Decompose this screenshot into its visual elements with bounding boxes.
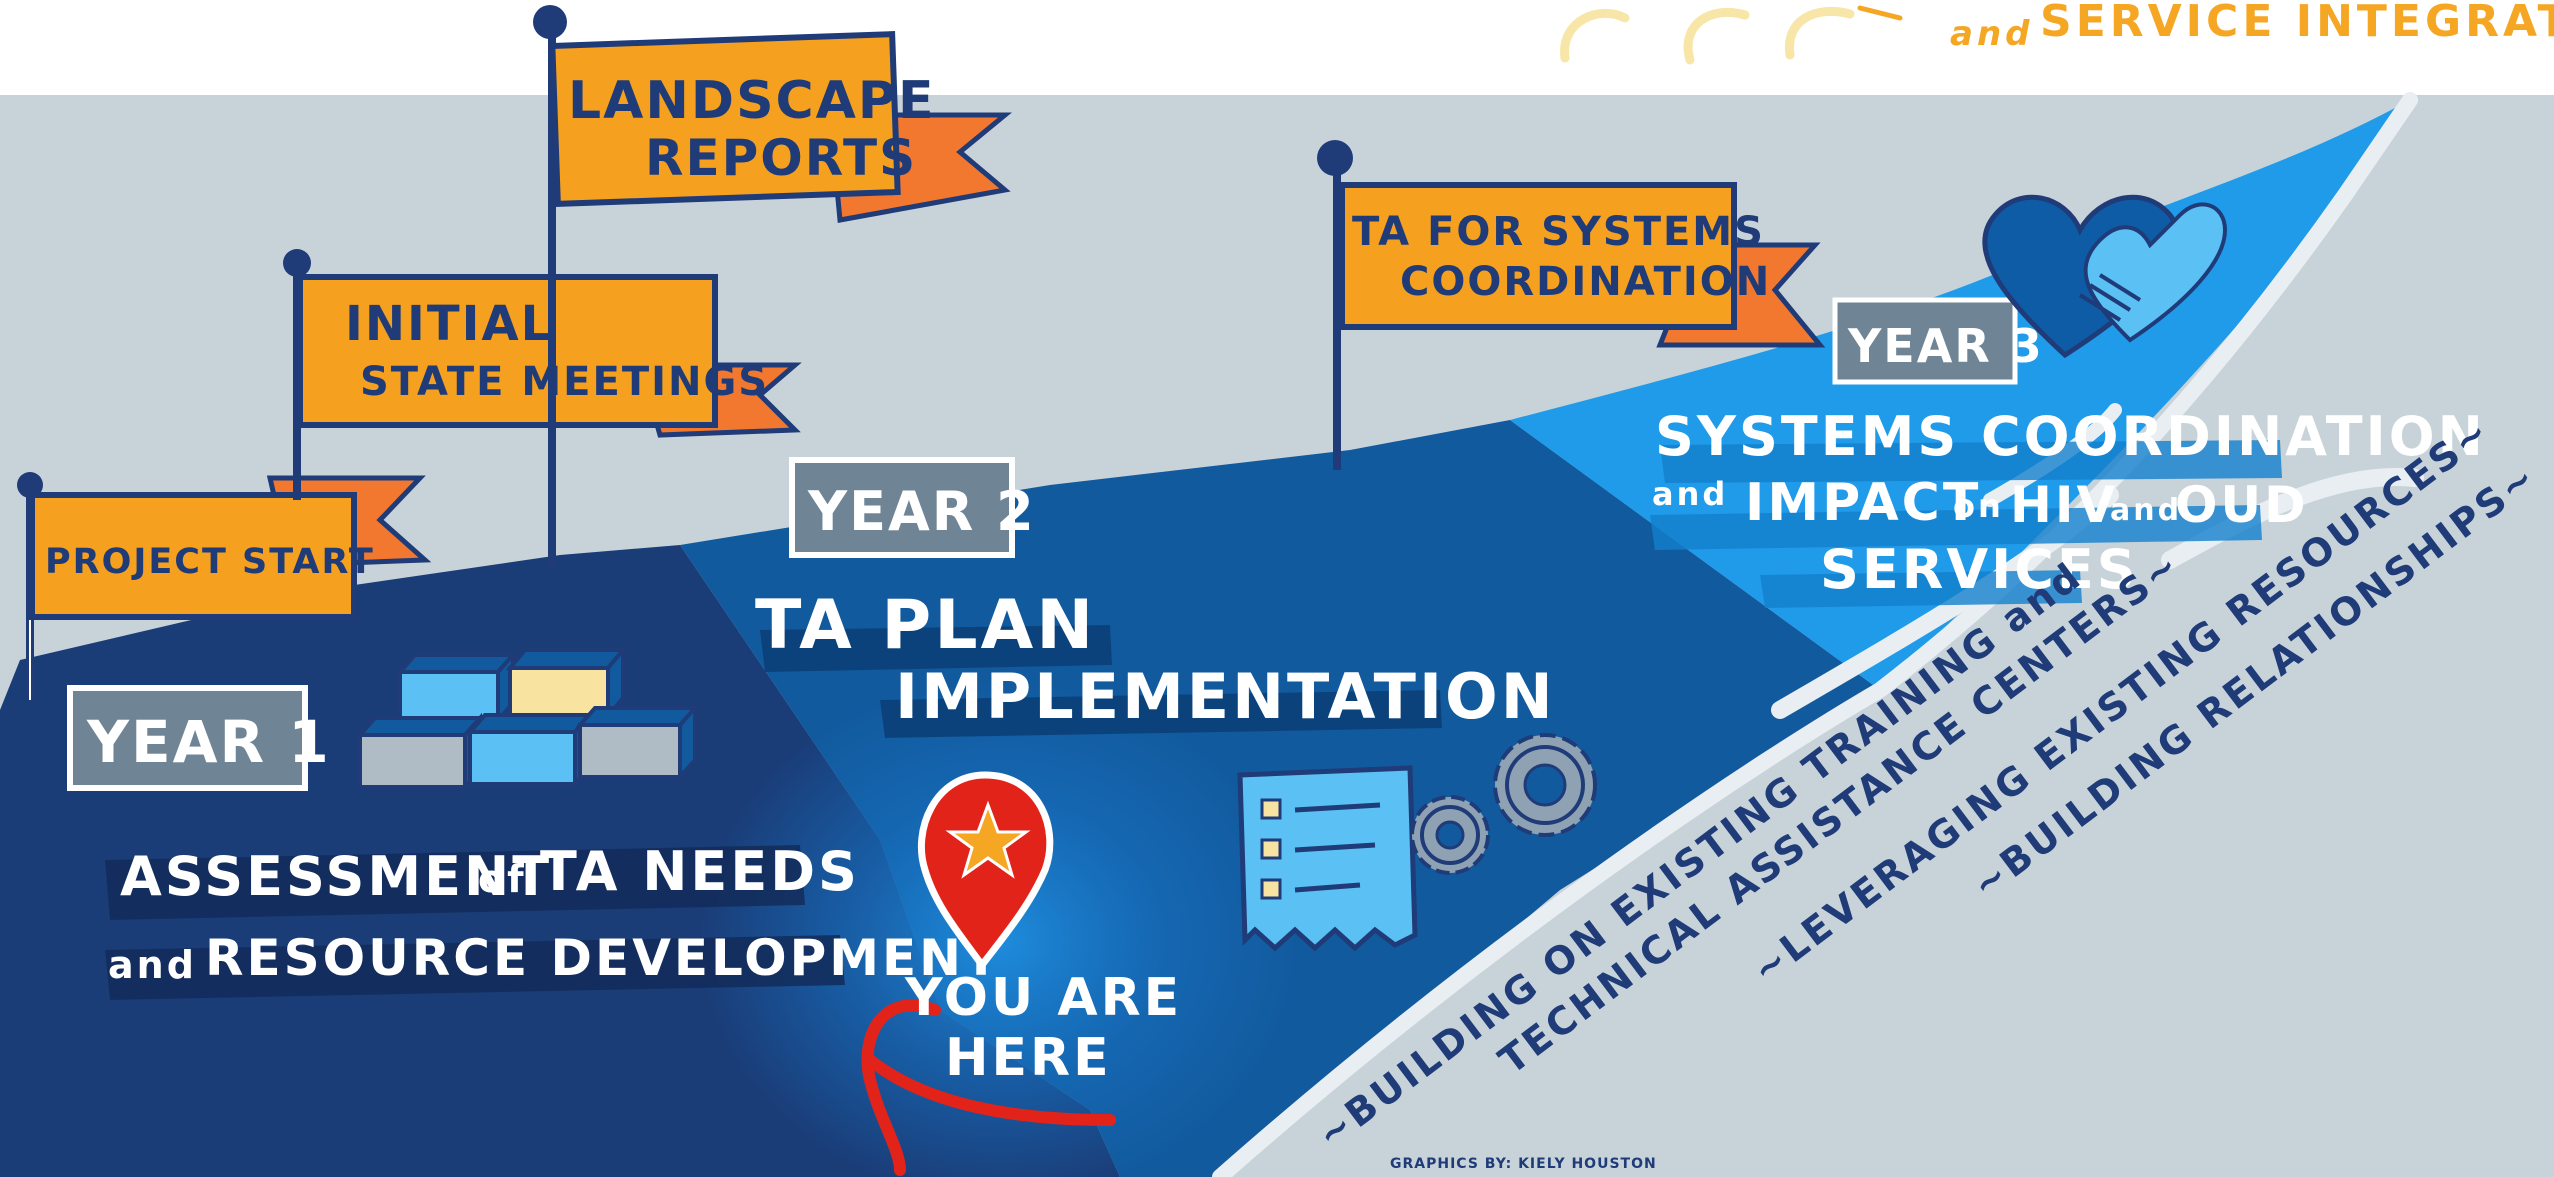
flag-initial-state-meetings: INITIAL STATE MEETINGS: [283, 249, 802, 500]
flag-label-line-2: COORDINATION: [1400, 259, 1771, 305]
year-3-description: SYSTEMS COORDINATION and IMPACT on HIV a…: [1650, 405, 2486, 608]
badge-year-3: YEAR 3: [1832, 297, 2044, 385]
flag-pole-cap: [283, 249, 311, 277]
road-edge: [1212, 92, 2418, 1177]
top-right-heading: and SERVICE INTEGRATION: [1950, 0, 2554, 54]
year-3-line-2-impact: IMPACT: [1745, 473, 1981, 533]
decorative-squiggles: [1560, 5, 1903, 65]
year-1-description: ASSESSMENT of TA NEEDS and RESOURCE DEVE…: [105, 840, 1001, 1000]
graphics-credit: GRAPHICS BY: KIELY HOUSTON: [1390, 1156, 1657, 1172]
year-3-line-2-and: and: [1652, 475, 1728, 513]
flag-label-line-2: REPORTS: [645, 129, 917, 187]
badge-year-2: YEAR 2: [789, 457, 1036, 558]
gear-icon: [1410, 795, 1490, 875]
flag-pole-cap: [17, 472, 43, 498]
year-1-line-2-and: and: [108, 943, 197, 987]
year-1-line-1-part-b: TA NEEDS: [540, 840, 860, 903]
handshake-heart-icon: [1982, 194, 2228, 359]
star-icon: [945, 800, 1031, 879]
year-3-line-2-hiv: HIV: [2010, 476, 2118, 534]
year-1-line-1-of: of: [478, 857, 527, 901]
flag-project-start: PROJECT START: [17, 472, 432, 700]
year-2-description: TA PLAN IMPLEMENTATION: [755, 586, 1556, 738]
marker-line-1: YOU ARE: [904, 968, 1182, 1028]
year-1-line-2-part-b: RESOURCE DEVELOPMENT: [205, 929, 1001, 987]
road-stripe: [2161, 468, 2424, 569]
year-3-line-2-and-2: and: [2110, 493, 2182, 528]
bricks-icon: [355, 644, 700, 793]
year-1-line-1-part-a: ASSESSMENT: [120, 845, 552, 908]
flag-label-line-1: INITIAL: [345, 296, 553, 352]
year-3-line-1: SYSTEMS COORDINATION: [1655, 405, 2486, 468]
year-3-line-2-on: on: [1953, 487, 2004, 525]
flag-pole-cap: [533, 5, 567, 39]
marker-line-2: HERE: [945, 1028, 1112, 1088]
flag-pole-cap: [1317, 140, 1353, 176]
year-2-label: YEAR 2: [807, 480, 1036, 543]
year-3-label: YEAR 3: [1847, 319, 2044, 373]
checklist-gears-icon: [1237, 733, 1597, 952]
flag-label-line-2: STATE MEETINGS: [360, 359, 769, 405]
top-right-text: SERVICE INTEGRATION: [2040, 0, 2554, 47]
year-1-label: YEAR 1: [86, 708, 331, 776]
year-2-line-2: IMPLEMENTATION: [895, 660, 1556, 733]
year-3-line-3: SERVICES: [1820, 538, 2139, 601]
you-are-here-marker: YOU ARE HERE: [861, 771, 1182, 1176]
year-2-line-1: TA PLAN: [755, 586, 1096, 665]
flag-label-line-1: LANDSCAPE: [568, 71, 936, 131]
flag-landscape-reports: LANDSCAPE REPORTS: [533, 5, 1012, 570]
flag-ta-for-systems-coordination: TA FOR SYSTEMS COORDINATION: [1317, 140, 1826, 470]
flag-label: PROJECT START: [45, 542, 375, 582]
badge-year-1: YEAR 1: [67, 685, 331, 791]
gear-icon: [1493, 733, 1597, 837]
awareness-ribbon-icon: [861, 999, 1116, 1176]
flag-label-line-1: TA FOR SYSTEMS: [1352, 209, 1765, 255]
year-3-line-2-oud: OUD: [2175, 476, 2309, 534]
top-right-connector: and: [1950, 14, 2034, 54]
